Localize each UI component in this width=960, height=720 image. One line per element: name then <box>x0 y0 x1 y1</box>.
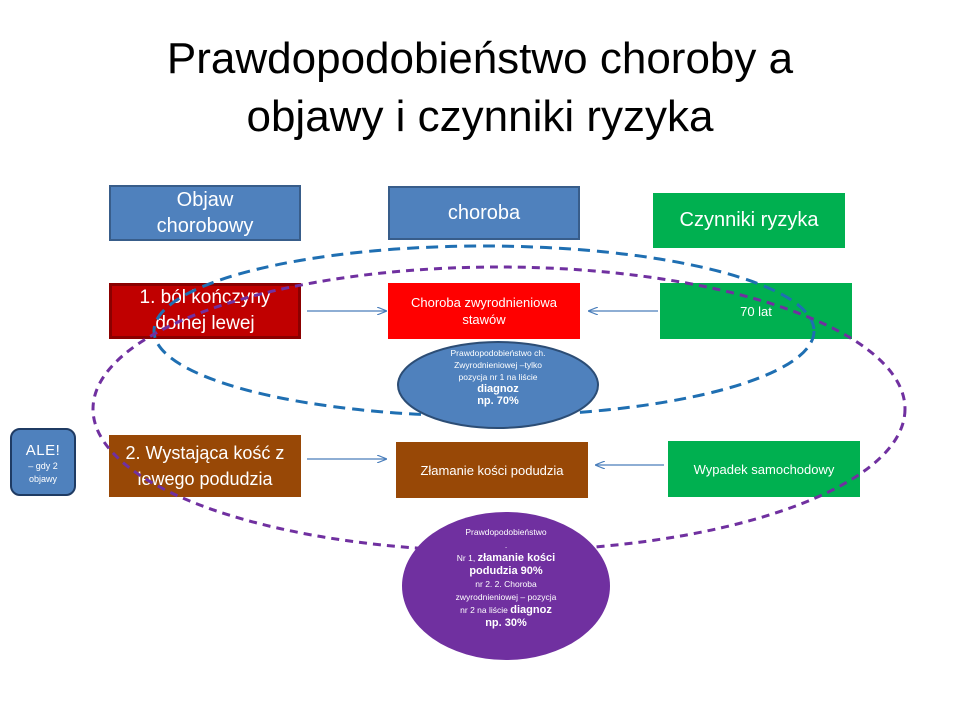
ale-callout: ALE! – gdy 2 objawy <box>10 428 76 496</box>
purple-bubble-line-7a: nr 2 na liście <box>460 605 511 615</box>
ale-callout-line-2: objawy <box>28 474 57 484</box>
ale-callout-line-1: – gdy 2 <box>28 461 58 471</box>
risk-1-box: 70 lat <box>660 283 852 339</box>
blue-bubble-line-2: Zwyrodnieniowej –tylko <box>454 360 542 370</box>
risk-1-label: 70 lat <box>740 303 772 319</box>
header-risk-factors: Czynniki ryzyka <box>653 193 845 248</box>
blue-probability-bubble <box>397 341 599 429</box>
header-disease-label: choroba <box>447 202 521 224</box>
purple-bubble-line-7b: diagnoz <box>510 604 552 616</box>
header-symptom-line-2: chorobowy <box>156 215 254 237</box>
header-risk-label: Czynniki ryzyka <box>679 209 819 231</box>
purple-bubble-line-3a: Nr 1, <box>456 553 478 563</box>
blue-bubble-line-4: diagnoz <box>477 383 519 395</box>
symptom-2-box: 2. Wystająca kość z lewego podudzia <box>109 435 301 497</box>
ale-callout-title: ALE! <box>25 442 61 459</box>
purple-bubble-line-8: np. 30% <box>485 617 527 629</box>
risk-2-label: Wypadek samochodowy <box>693 461 835 477</box>
slide-title: Prawdopodobieństwo choroby a objawy i cz… <box>60 30 900 146</box>
symptom-2-line-1: 2. Wystająca kość z <box>125 443 285 463</box>
blue-dashed-ellipse <box>152 244 816 418</box>
disease-1-box: Choroba zwyrodnieniowa stawów <box>388 283 580 339</box>
risk-2-box: Wypadek samochodowy <box>668 441 860 497</box>
disease-2-box: Złamanie kości podudzia <box>396 442 588 498</box>
blue-bubble-line-3: pozycja nr 1 na liście <box>458 372 538 382</box>
purple-bubble-text: Prawdopodobieństwo . Nr 1, złamanie kośc… <box>418 526 594 630</box>
header-symptom-line-1: Objaw <box>176 189 234 211</box>
symptom-1-line-2: dolnej lewej <box>155 313 255 334</box>
disease-1-line-1: Choroba zwyrodnieniowa <box>411 295 557 310</box>
purple-probability-bubble <box>402 512 610 660</box>
purple-bubble-line-1: Prawdopodobieństwo <box>465 527 547 537</box>
purple-bubble-line-2: . <box>504 540 508 550</box>
purple-bubble-line-3: Nr 1, złamanie kości <box>418 552 594 565</box>
symptom-2-line-2: lewego podudzia <box>137 469 273 489</box>
purple-bubble-line-6: zwyrodnieniowej – pozycja <box>455 592 557 602</box>
purple-bubble-line-4: podudzia 90% <box>469 565 543 577</box>
blue-bubble-line-1: Prawdopodobieństwo ch. <box>450 348 546 358</box>
purple-bubble-line-5: nr 2. 2. Choroba <box>475 579 537 589</box>
disease-1-line-2: stawów <box>462 312 506 327</box>
purple-bubble-line-3b: złamanie kości <box>477 552 556 564</box>
disease-2-label: Złamanie kości podudzia <box>420 462 564 478</box>
header-symptom: Objaw chorobowy <box>109 185 301 241</box>
blue-bubble-line-5: np. 70% <box>477 395 519 407</box>
slide-title-line-1: Prawdopodobieństwo choroby a <box>166 34 794 83</box>
slide-title-line-2: objawy i czynniki ryzyka <box>246 92 714 141</box>
header-disease: choroba <box>388 186 580 240</box>
purple-bubble-line-7: nr 2 na liście diagnoz <box>418 604 594 617</box>
blue-bubble-text: Prawdopodobieństwo ch. Zwyrodnieniowej –… <box>407 347 589 407</box>
